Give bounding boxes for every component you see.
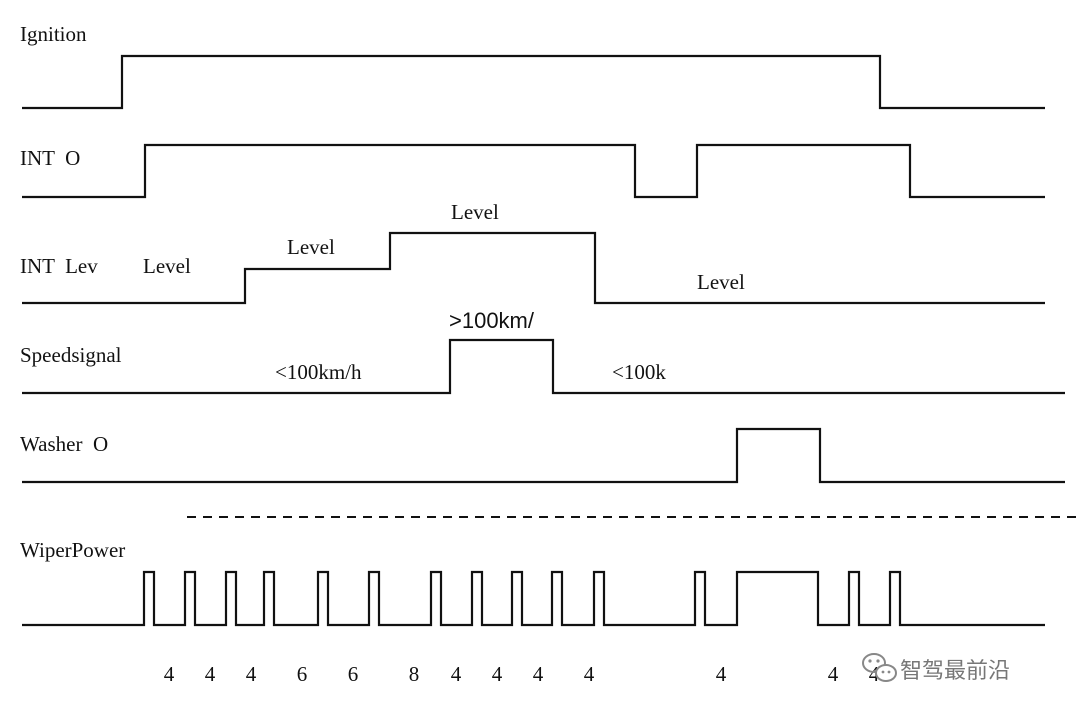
wiper-count-10: 4 (584, 662, 595, 686)
label-wiperpower: WiperPower (20, 538, 125, 562)
int-lev-level-2: Level (287, 235, 335, 259)
wiper-count-12: 4 (828, 662, 839, 686)
int-lev-level-1: Level (143, 254, 191, 278)
label-washer-o: Washer O (20, 432, 108, 456)
wiper-count-7: 4 (451, 662, 462, 686)
label-int-lev: INT Lev (20, 254, 98, 278)
watermark-text: 智驾最前沿 (900, 659, 1010, 684)
wiper-count-1: 4 (164, 662, 175, 686)
label-int-o: INT O (20, 146, 80, 170)
speed-high-label: >100km/ (449, 308, 535, 333)
waveform-ignition (22, 54, 1045, 110)
int-lev-level-3: Level (451, 200, 499, 224)
wiper-count-2: 4 (205, 662, 216, 686)
wiper-count-3: 4 (246, 662, 257, 686)
wiper-count-6: 8 (409, 662, 420, 686)
wiper-count-8: 4 (492, 662, 503, 686)
label-speedsignal: Speedsignal (20, 343, 122, 367)
wiper-count-9: 4 (533, 662, 544, 686)
waveform-wiperpower (22, 570, 1045, 627)
waveform-washer-o (22, 427, 1065, 484)
label-ignition: Ignition (20, 22, 87, 46)
int-lev-level-4: Level (697, 270, 745, 294)
wiper-count-4: 6 (297, 662, 308, 686)
watermark: 智驾最前沿 (862, 653, 1010, 684)
waveform-speedsignal (22, 338, 1065, 395)
wiper-count-13: 4 (869, 662, 880, 686)
waveform-int-o (22, 143, 1045, 199)
wiper-count-11: 4 (716, 662, 727, 686)
speed-low-label-1: <100km/h (275, 360, 362, 384)
wechat-icon (862, 653, 897, 682)
waveform-int-lev (22, 231, 1045, 305)
speed-low-label-2: <100k (612, 360, 666, 384)
wiper-count-5: 6 (348, 662, 359, 686)
wiper-count-row: 4 4 4 6 6 8 4 4 4 4 4 4 4 (164, 662, 880, 686)
